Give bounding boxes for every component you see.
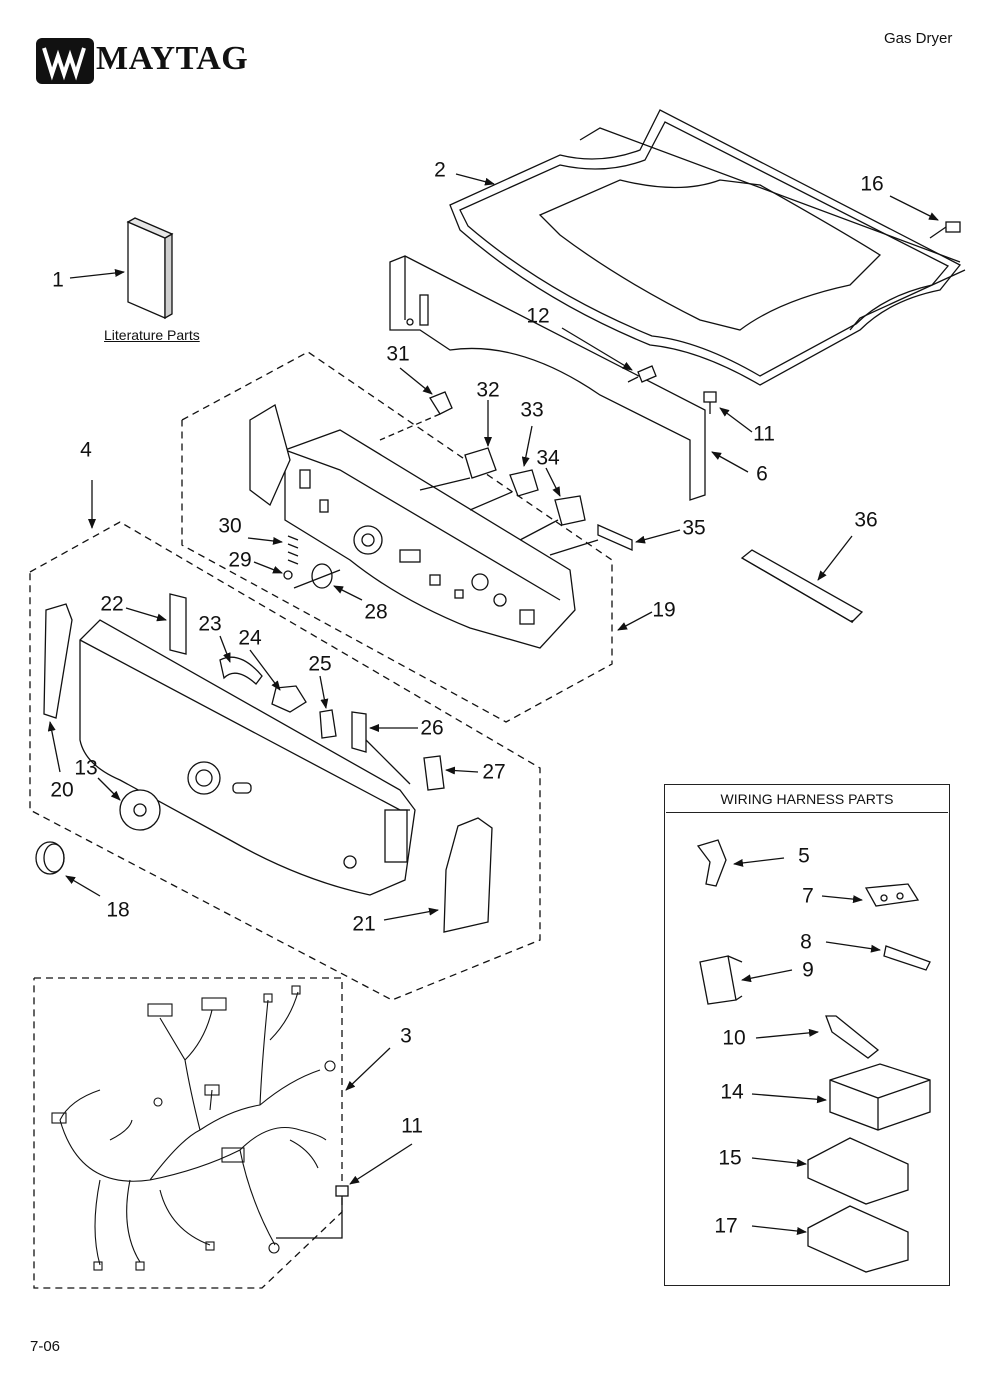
literature-book <box>126 217 174 320</box>
callout-15: 15 <box>718 1146 742 1170</box>
screw-11-top <box>703 391 717 414</box>
callout-33: 33 <box>520 398 544 422</box>
knob-shaft-28 <box>293 563 341 589</box>
switch-34 <box>519 495 586 541</box>
console-panel <box>79 619 416 896</box>
callout-8: 8 <box>800 930 812 954</box>
end-cap-20 <box>43 603 73 719</box>
knob-18 <box>35 841 65 875</box>
callout-19: 19 <box>652 598 676 622</box>
callout-11-bottom: 11 <box>401 1114 423 1138</box>
callout-4: 4 <box>80 438 92 462</box>
switch-27 <box>423 755 445 791</box>
callout-25: 25 <box>308 652 332 676</box>
connector-35 <box>549 524 633 556</box>
bracket-22 <box>169 593 187 655</box>
screw-16 <box>929 221 961 239</box>
screw-12 <box>627 365 657 383</box>
console-assembly-outline <box>29 521 541 1001</box>
brand-name: MAYTAG <box>96 40 249 77</box>
lens-24 <box>271 685 307 713</box>
leader-arrows <box>47 173 939 1235</box>
callout-18: 18 <box>106 898 130 922</box>
wiring-harness-parts-title: WIRING HARNESS PARTS <box>666 786 948 813</box>
light-23 <box>219 656 263 685</box>
harness-outline <box>33 977 343 1289</box>
knob-skirt-13 <box>119 789 161 831</box>
callout-31: 31 <box>386 342 410 366</box>
callout-10: 10 <box>722 1026 746 1050</box>
terminal-8 <box>883 945 931 971</box>
callout-14: 14 <box>720 1080 744 1104</box>
control-console <box>249 404 576 649</box>
callout-21: 21 <box>352 912 376 936</box>
callout-11-top: 11 <box>753 422 775 446</box>
callout-12: 12 <box>526 304 550 328</box>
harness-clip-5 <box>696 839 727 887</box>
callout-16: 16 <box>860 172 884 196</box>
connector-block-14 <box>829 1063 931 1131</box>
switch-32 <box>419 447 497 491</box>
wiring-harness-parts-box <box>664 784 950 1286</box>
wiring-harness <box>51 985 336 1271</box>
callout-28: 28 <box>364 600 388 624</box>
maytag-logo-icon <box>36 38 94 84</box>
switch-25 <box>319 709 337 739</box>
screw-11-bottom-leader <box>276 1212 343 1239</box>
callout-26: 26 <box>420 716 444 740</box>
callout-20: 20 <box>50 778 74 802</box>
top-panel <box>449 109 966 386</box>
callout-23: 23 <box>198 612 222 636</box>
callout-2: 2 <box>434 158 446 182</box>
callout-36: 36 <box>854 508 878 532</box>
washer-29 <box>283 570 293 580</box>
page-code: 7-06 <box>30 1338 61 1355</box>
callout-13: 13 <box>74 756 98 780</box>
callout-3: 3 <box>400 1024 412 1048</box>
document-type: Gas Dryer <box>884 30 953 47</box>
control-bracket <box>389 255 706 501</box>
terminal-housing-7 <box>864 883 920 907</box>
switch-31 <box>379 391 453 441</box>
controls-assembly-outline <box>181 351 613 723</box>
literature-parts-label: Literature Parts <box>104 327 200 343</box>
switch-33 <box>469 469 539 511</box>
end-cap-21 <box>443 817 493 933</box>
bracket-26 <box>351 711 411 785</box>
callout-24: 24 <box>238 626 262 650</box>
callout-35: 35 <box>682 516 706 540</box>
callout-5: 5 <box>798 844 810 868</box>
callout-1: 1 <box>52 268 64 292</box>
callout-9: 9 <box>802 958 814 982</box>
callout-30: 30 <box>218 514 242 538</box>
terminal-10 <box>825 1015 880 1059</box>
callout-6: 6 <box>756 462 768 486</box>
connector-17 <box>807 1205 909 1273</box>
screw-11-bottom <box>335 1185 349 1212</box>
callout-34: 34 <box>536 446 560 470</box>
spring-30 <box>287 535 299 565</box>
spacer-36 <box>740 549 864 624</box>
callout-27: 27 <box>482 760 506 784</box>
connector-15 <box>807 1137 909 1205</box>
connector-9 <box>699 955 743 1005</box>
callout-22: 22 <box>100 592 124 616</box>
callout-7: 7 <box>802 884 814 908</box>
callout-17: 17 <box>714 1214 738 1238</box>
callout-32: 32 <box>476 378 500 402</box>
callout-29: 29 <box>228 548 252 572</box>
